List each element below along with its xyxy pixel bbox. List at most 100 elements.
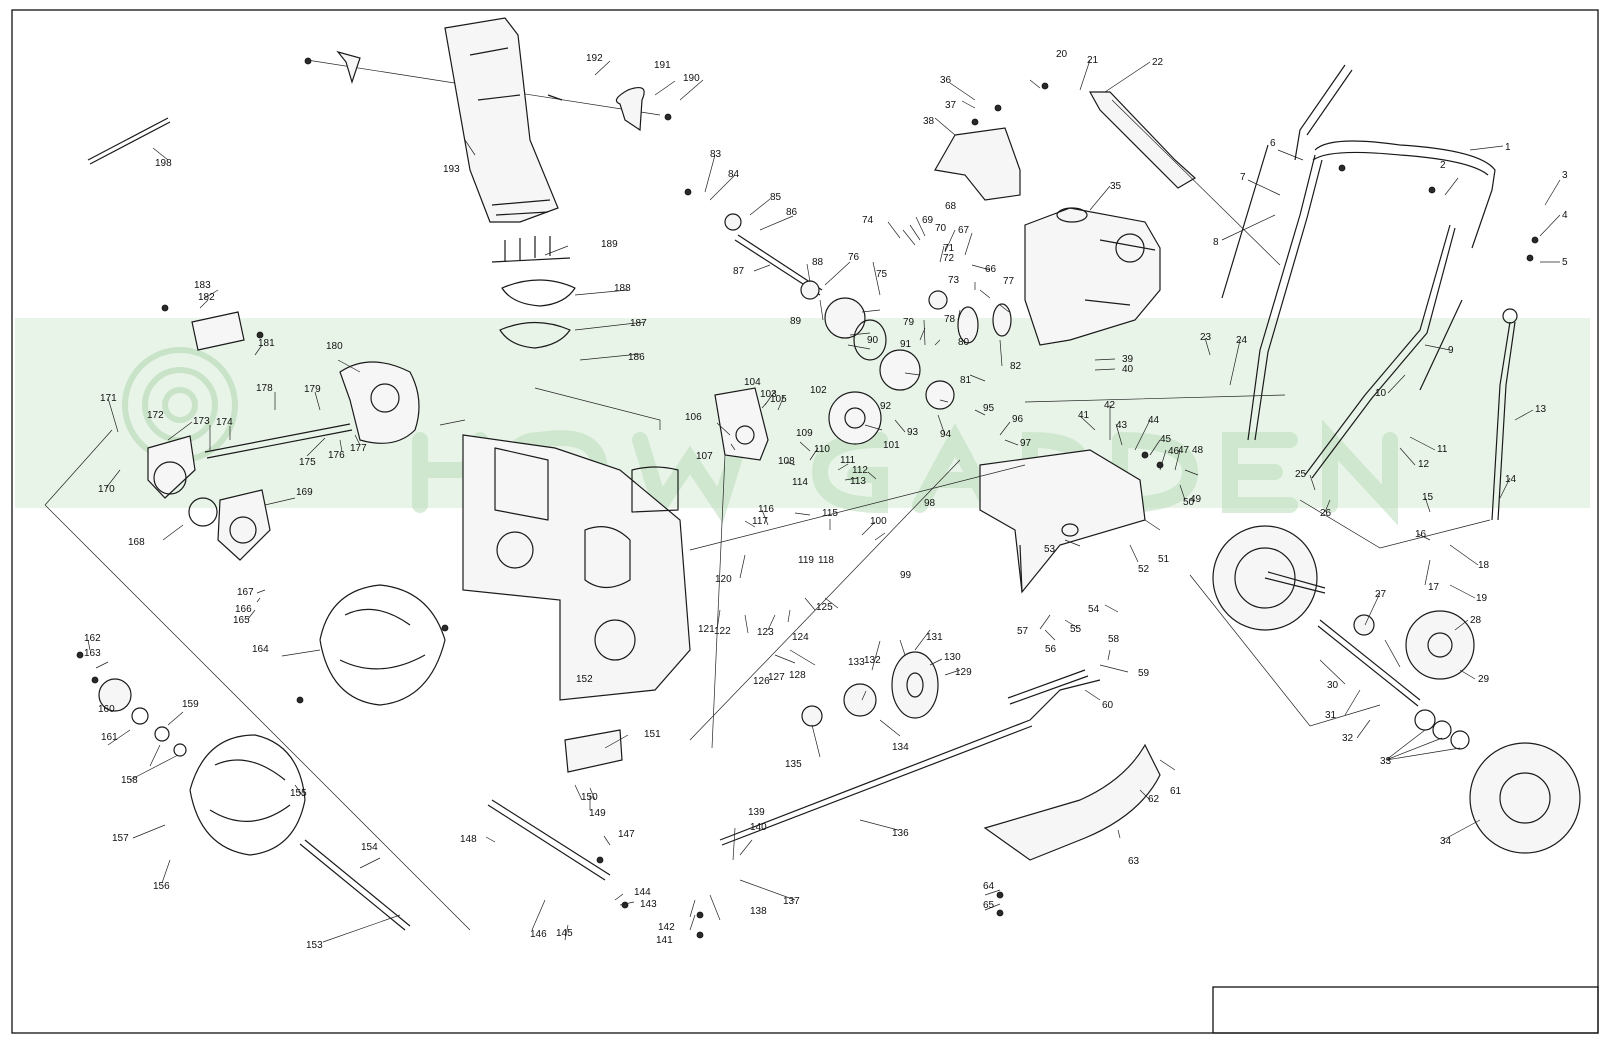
part-callout: 172 <box>147 410 164 421</box>
part-callout: 145 <box>556 928 573 939</box>
part-callout: 110 <box>814 444 830 455</box>
part-callout: 135 <box>785 759 802 770</box>
part-callout: 198 <box>155 158 172 169</box>
part-callout: 92 <box>880 401 892 412</box>
part-callout: 5 <box>1562 257 1568 268</box>
part-callout: 37 <box>945 100 957 111</box>
part-callout: 157 <box>112 833 129 844</box>
part-callout: 22 <box>1152 57 1164 68</box>
part-callout: 164 <box>252 644 269 655</box>
part-callout: 58 <box>1108 634 1120 645</box>
part-callout: 24 <box>1236 335 1248 346</box>
part-callout: 146 <box>530 929 547 940</box>
part-callout: 105 <box>770 394 787 405</box>
part-callout: 60 <box>1102 700 1114 711</box>
part-callout: 181 <box>258 338 275 349</box>
part-callout: 9 <box>1448 345 1454 356</box>
part-callout: 174 <box>216 417 233 428</box>
part-callout: 26 <box>1320 508 1332 519</box>
part-callout: 186 <box>628 352 645 363</box>
part-callout: 63 <box>1128 856 1140 867</box>
part-callout: 170 <box>98 484 115 495</box>
part-callout: 19 <box>1476 593 1488 604</box>
part-callout: 165 <box>233 615 250 626</box>
parts <box>44 17 1581 939</box>
part-callout: 150 <box>581 792 598 803</box>
part-callout: 142 <box>658 922 675 933</box>
part-callout: 167 <box>237 587 254 598</box>
part-callout: 43 <box>1116 420 1128 431</box>
part-callout: 66 <box>985 264 997 275</box>
part-callout: 182 <box>198 292 215 303</box>
part-callout: 28 <box>1470 615 1482 626</box>
part-callout: 74 <box>862 215 874 226</box>
part-callout: 151 <box>644 729 661 740</box>
part-callout: 76 <box>848 252 860 263</box>
part-callout: 87 <box>733 266 745 277</box>
part-callout: 133 <box>848 657 865 668</box>
part-callout: 59 <box>1138 668 1150 679</box>
part-callout: 41 <box>1078 410 1090 421</box>
part-callout: 71 <box>943 243 955 254</box>
part-callout: 50 <box>1183 497 1195 508</box>
part-callout: 98 <box>924 498 936 509</box>
part-callout: 38 <box>923 116 935 127</box>
part-callout: 16 <box>1415 529 1427 540</box>
part-callout: 18 <box>1478 560 1490 571</box>
part-callout: 130 <box>944 652 961 663</box>
part-callout: 149 <box>589 808 606 819</box>
part-callout: 72 <box>943 253 955 264</box>
part-callout: 4 <box>1562 210 1568 221</box>
part-callout: 8 <box>1213 237 1219 248</box>
part-callout: 117 <box>752 516 768 527</box>
part-callout: 193 <box>443 164 460 175</box>
part-callout: 176 <box>328 450 345 461</box>
part-callout: 148 <box>460 834 477 845</box>
part-callout: 100 <box>870 516 887 527</box>
part-callout: 128 <box>789 670 806 681</box>
part-callout: 94 <box>940 429 952 440</box>
part-callout: 191 <box>654 60 671 71</box>
part-callout: 51 <box>1158 554 1170 565</box>
part-callout: 45 <box>1160 434 1172 445</box>
part-callout: 53 <box>1044 544 1056 555</box>
part-callout: 114 <box>792 477 808 488</box>
part-callout: 102 <box>810 385 827 396</box>
part-callout: 138 <box>750 906 767 917</box>
part-callout: 101 <box>883 440 900 451</box>
part-callout: 12 <box>1418 459 1430 470</box>
part-callout: 20 <box>1056 49 1068 60</box>
part-callout: 192 <box>586 53 603 64</box>
part-callout: 108 <box>778 456 795 467</box>
part-callout: 32 <box>1342 733 1354 744</box>
part-callout: 79 <box>903 317 915 328</box>
part-callout: 33 <box>1380 756 1392 767</box>
part-callout: 131 <box>926 632 943 643</box>
title-block <box>1212 986 1599 1034</box>
part-callout: 88 <box>812 257 824 268</box>
part-callout: 69 <box>922 215 934 226</box>
part-callout: 14 <box>1505 474 1517 485</box>
part-callout: 3 <box>1562 170 1568 181</box>
part-callout: 67 <box>958 225 970 236</box>
part-callout: 52 <box>1138 564 1150 575</box>
part-callout: 65 <box>983 900 995 911</box>
part-callout: 161 <box>101 732 118 743</box>
part-callout: 62 <box>1148 794 1160 805</box>
part-callout: 169 <box>296 487 313 498</box>
part-callout: 180 <box>326 341 343 352</box>
part-callout: 21 <box>1087 55 1099 66</box>
part-callout: 40 <box>1122 364 1134 375</box>
part-callout: 111 <box>840 455 856 466</box>
part-callout: 83 <box>710 149 722 160</box>
part-callout: 77 <box>1003 276 1015 287</box>
part-callout: 91 <box>900 339 912 350</box>
part-callout: 179 <box>304 384 321 395</box>
part-callout: 153 <box>306 940 323 951</box>
part-callout: 188 <box>614 283 631 294</box>
part-callout: 152 <box>576 674 593 685</box>
part-callout: 54 <box>1088 604 1100 615</box>
part-callout: 10 <box>1375 388 1387 399</box>
part-callout: 163 <box>84 648 101 659</box>
